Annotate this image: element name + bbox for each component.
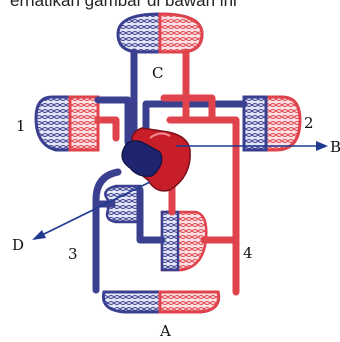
label-c: C — [152, 64, 163, 82]
capillary-bed-1 — [36, 97, 98, 150]
label-1: 1 — [16, 117, 26, 135]
capillary-bed-c — [118, 14, 202, 52]
label-4: 4 — [243, 244, 253, 262]
heart — [122, 128, 190, 191]
label-2: 2 — [304, 114, 314, 132]
label-3: 3 — [68, 245, 78, 263]
capillary-bed-2 — [244, 97, 300, 150]
label-d: D — [12, 236, 24, 254]
capillary-bed-lower-right — [162, 212, 206, 270]
capillary-bed-a — [103, 292, 218, 312]
label-b: B — [330, 138, 340, 156]
label-a: A — [159, 322, 171, 340]
